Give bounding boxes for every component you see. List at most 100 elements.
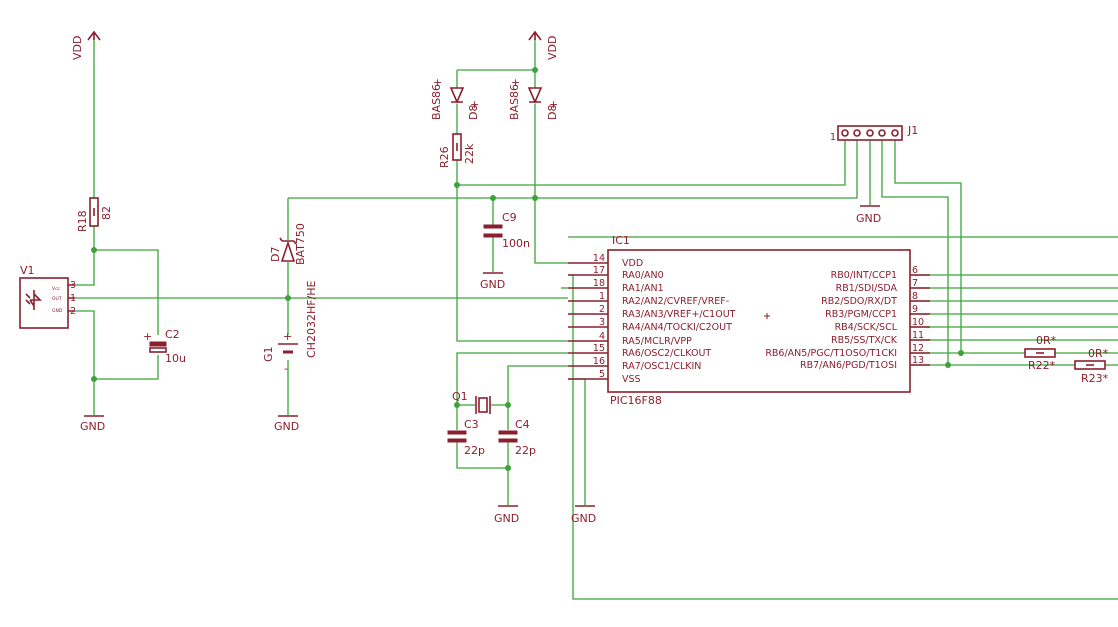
ic1-pin-number: 2 bbox=[599, 304, 605, 315]
svg-text:BAS86: BAS86 bbox=[430, 84, 443, 120]
junction bbox=[505, 402, 511, 408]
svg-text:0R*: 0R* bbox=[1036, 334, 1057, 347]
gnd-symbol-j1: GND bbox=[856, 205, 881, 225]
svg-text:GND: GND bbox=[52, 308, 63, 314]
svg-text:VDD: VDD bbox=[71, 36, 84, 60]
ic1-pin-number: 7 bbox=[912, 278, 918, 289]
svg-text:1: 1 bbox=[70, 293, 76, 304]
wire-vss bbox=[568, 378, 586, 505]
wire-v1-gnd bbox=[75, 310, 95, 415]
resistor-r22: 0R* R22* bbox=[1024, 334, 1057, 372]
svg-text:+: + bbox=[143, 330, 152, 343]
svg-text:R18: R18 bbox=[76, 210, 89, 232]
diode-d8-right: BAS86 + D8 + bbox=[508, 76, 559, 120]
svg-text:10u: 10u bbox=[165, 352, 186, 365]
ic1-pin-number: 12 bbox=[912, 343, 924, 354]
svg-text:OUT: OUT bbox=[52, 296, 62, 302]
svg-text:BAT750: BAT750 bbox=[294, 223, 307, 265]
svg-text:GND: GND bbox=[480, 278, 505, 291]
svg-text:J1: J1 bbox=[907, 124, 918, 137]
svg-text:GND: GND bbox=[80, 420, 105, 433]
wire-r26-j1 bbox=[457, 140, 846, 186]
junction bbox=[91, 247, 97, 253]
svg-text:D8: D8 bbox=[546, 105, 559, 120]
ic1-pin-label: RB5/SS/TX/CK bbox=[831, 335, 898, 346]
ic1-pin-label: RA1/AN1 bbox=[622, 283, 664, 294]
ic1-pin-number: 15 bbox=[593, 343, 605, 354]
svg-text:R26: R26 bbox=[438, 146, 451, 168]
diode-d7: D7 BAT750 bbox=[269, 223, 307, 265]
ic1-pin-label: RB3/PGM/CCP1 bbox=[825, 309, 897, 320]
ic1-pin-number: 17 bbox=[593, 265, 605, 276]
svg-text:PIC16F88: PIC16F88 bbox=[610, 394, 662, 407]
svg-text:GND: GND bbox=[274, 420, 299, 433]
svg-text:1: 1 bbox=[830, 132, 836, 143]
ic1-pin-label: RB2/SDO/RX/DT bbox=[821, 296, 897, 307]
ic1-pin-number: 10 bbox=[912, 317, 924, 328]
ic1-pin-number: 4 bbox=[599, 331, 605, 342]
wires bbox=[75, 38, 1118, 600]
svg-text:GND: GND bbox=[571, 512, 596, 525]
v1-sensor: V1 3 1 2 Vcc OUT GND bbox=[19, 264, 76, 329]
junction bbox=[91, 376, 97, 382]
ic1-pin-label: RB7/AN6/PGD/T1OSI bbox=[800, 360, 897, 371]
ic1-pin-label: RB0/INT/CCP1 bbox=[831, 270, 897, 281]
ic1-pin-label: RB1/SDI/SDA bbox=[836, 283, 898, 294]
svg-text:VDD: VDD bbox=[546, 36, 559, 60]
resistor-r23: 0R* R23* bbox=[1074, 347, 1109, 385]
junction bbox=[505, 465, 511, 471]
capacitor-c4: C4 22p bbox=[498, 418, 536, 457]
capacitor-c3: C3 22p bbox=[447, 418, 485, 457]
wire-node-c2 bbox=[94, 249, 159, 335]
svg-text:100n: 100n bbox=[502, 237, 530, 250]
capacitor-c2: + C2 10u bbox=[143, 328, 186, 365]
ic1-pin-number: 5 bbox=[599, 369, 605, 380]
wire-c3 bbox=[456, 405, 508, 469]
junction bbox=[454, 182, 460, 188]
ic1-pin-number: 9 bbox=[912, 304, 918, 315]
ic1-pin-number: 16 bbox=[593, 356, 605, 367]
junction bbox=[285, 295, 291, 301]
wire-c2-gnd bbox=[94, 355, 159, 380]
svg-text:82: 82 bbox=[100, 206, 113, 220]
ic1-pin-label: VSS bbox=[622, 374, 641, 385]
svg-text:R22*: R22* bbox=[1028, 359, 1056, 372]
gnd-symbol-g1: GND bbox=[274, 415, 299, 433]
svg-text:0R*: 0R* bbox=[1088, 347, 1109, 360]
svg-text:-: - bbox=[284, 362, 288, 375]
svg-text:Vcc: Vcc bbox=[52, 286, 61, 292]
svg-text:22p: 22p bbox=[515, 444, 536, 457]
svg-text:C3: C3 bbox=[464, 418, 479, 431]
gnd-symbol-osc: GND bbox=[494, 505, 519, 525]
ic1-pin-number: 18 bbox=[593, 278, 605, 289]
wire-r26-node bbox=[456, 160, 568, 342]
wire-j1-p4 bbox=[881, 140, 949, 366]
wire-osc2 bbox=[456, 352, 568, 406]
battery-g1: + - G1 CH2032HF/HE bbox=[262, 280, 318, 375]
connector-j1: J1 1 bbox=[830, 124, 918, 143]
junction bbox=[945, 362, 951, 368]
svg-text:22k: 22k bbox=[463, 143, 476, 164]
svg-text:+: + bbox=[283, 330, 292, 343]
svg-text:22p: 22p bbox=[464, 444, 485, 457]
gnd-symbol-vss: GND bbox=[571, 505, 596, 525]
ic1-pin-label: RB6/AN5/PGC/T1OSO/T1CKI bbox=[765, 348, 897, 359]
resistor-r26: R26 22k bbox=[438, 133, 476, 168]
svg-text:+: + bbox=[511, 76, 520, 89]
svg-text:3: 3 bbox=[70, 280, 76, 291]
junction bbox=[490, 195, 496, 201]
capacitor-c9: C9 100n bbox=[483, 211, 530, 250]
resistor-r18: R18 82 bbox=[76, 197, 113, 232]
svg-text:BAS86: BAS86 bbox=[508, 84, 521, 120]
svg-text:CH2032HF/HE: CH2032HF/HE bbox=[305, 280, 318, 358]
wire-r18-node bbox=[75, 226, 95, 286]
svg-text:D8: D8 bbox=[467, 105, 480, 120]
ic1-pin-number: 11 bbox=[912, 330, 924, 341]
vdd-symbol-2: VDD bbox=[528, 30, 559, 60]
wire-d7-c9 bbox=[288, 140, 858, 199]
junction bbox=[454, 402, 460, 408]
junctions bbox=[91, 67, 964, 471]
ic1-pin-label: RA3/AN3/VREF+/C1OUT bbox=[622, 309, 736, 320]
